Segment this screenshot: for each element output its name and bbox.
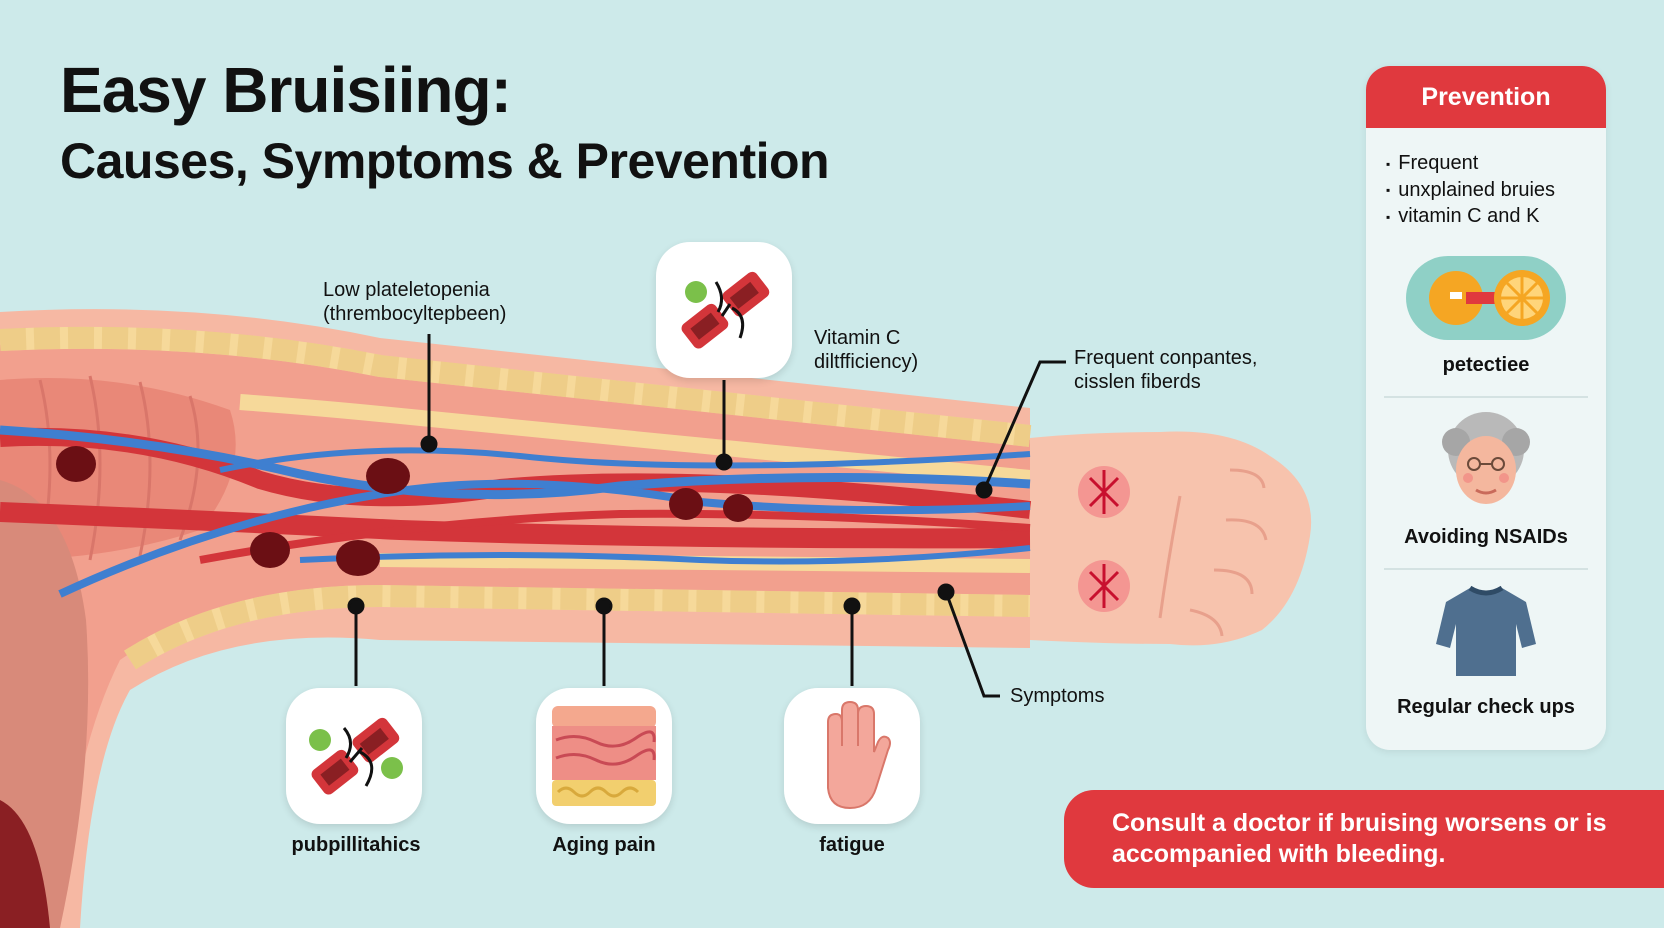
page-title: Easy Bruisiing: Causes, Symptoms & Preve… bbox=[60, 54, 830, 189]
divider bbox=[1384, 396, 1588, 398]
prevention-panel: Prevention Frequent unxplained bruies vi… bbox=[1366, 66, 1606, 750]
icon-caption: fatigue bbox=[819, 834, 885, 856]
icon-caption: Aging pain bbox=[552, 834, 656, 856]
broken-vessel-icon bbox=[286, 688, 422, 824]
hand-icon bbox=[784, 688, 920, 824]
label-symptoms: Symptoms bbox=[1010, 685, 1105, 707]
prevention-item-label: petectiee bbox=[1442, 354, 1530, 376]
title-line-2: Causes, Symptoms & Prevention bbox=[60, 133, 830, 189]
prevention-item-label: Avoiding NSAIDs bbox=[1404, 526, 1568, 548]
list-item: vitamin C and K bbox=[1386, 203, 1606, 230]
elderly-face-icon bbox=[1442, 412, 1530, 504]
icon-caption: pubpillitahics bbox=[291, 834, 421, 856]
divider bbox=[1384, 568, 1588, 570]
label-vitamin-c: Vitamin C diltfficiency) bbox=[814, 327, 919, 373]
prevention-bullets: Frequent unxplained bruies vitamin C and… bbox=[1366, 150, 1606, 230]
prevention-item-label: Regular check ups bbox=[1397, 696, 1575, 718]
sweater-icon bbox=[1436, 585, 1536, 676]
label-platelet: Low plateletopenia (thrembocyltepbeen) bbox=[323, 279, 507, 325]
title-line-1: Easy Bruisiing: bbox=[60, 54, 512, 126]
skin-layers-icon bbox=[536, 688, 672, 824]
label-frequent: Frequent conpantes, cisslen fiberds bbox=[1074, 347, 1258, 393]
list-item: Frequent bbox=[1386, 150, 1606, 177]
prevention-header: Prevention bbox=[1366, 66, 1606, 128]
pill-citrus-icon bbox=[1406, 256, 1566, 340]
list-item: unxplained bruies bbox=[1386, 177, 1606, 204]
broken-vessel-icon bbox=[656, 242, 792, 378]
consult-banner: Consult a doctor if bruising worsens or … bbox=[1064, 790, 1664, 888]
